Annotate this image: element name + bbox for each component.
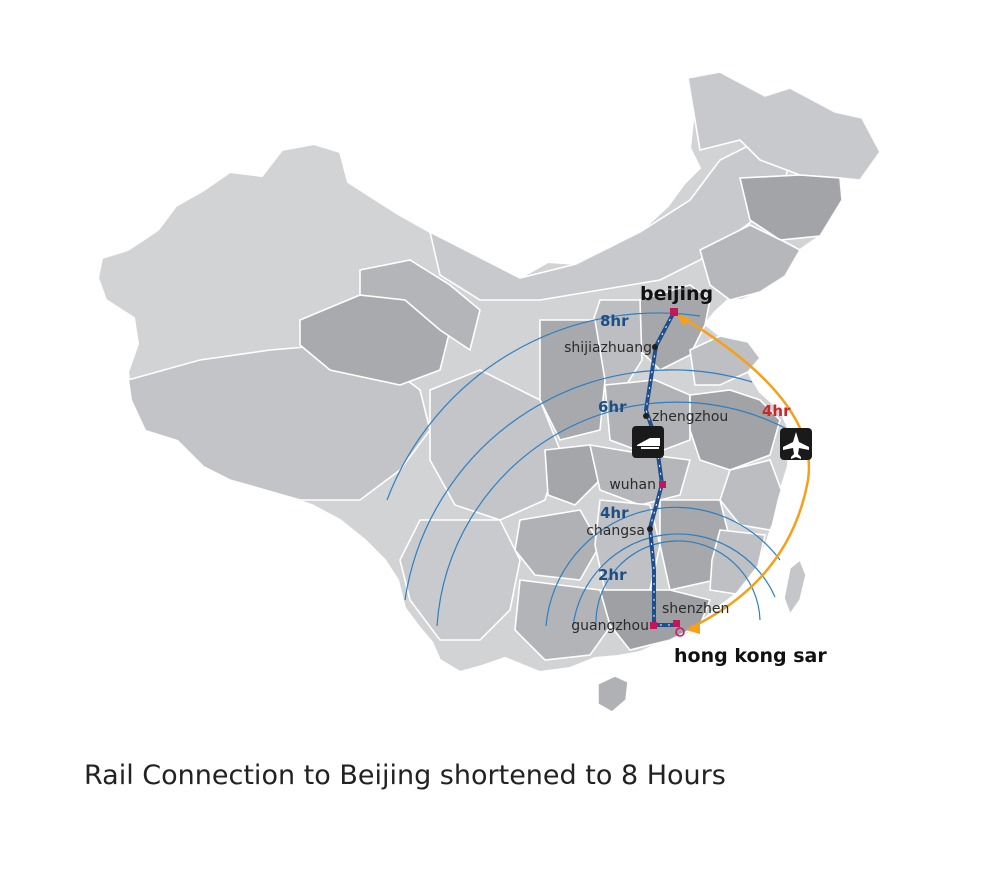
- label-shenzhen: shenzhen: [662, 601, 729, 617]
- label-wuhan: wuhan: [609, 477, 656, 493]
- marker-hong-kong: [675, 627, 685, 637]
- ring-mid: [404, 369, 753, 601]
- station-wuhan: [659, 481, 666, 488]
- province-jilin: [738, 174, 843, 241]
- ring-2hr: [595, 540, 761, 627]
- hainan-island: [597, 675, 629, 713]
- train-icon: [632, 426, 664, 458]
- map-caption: Rail Connection to Beijing shortened to …: [84, 760, 726, 791]
- province-gansu: [359, 259, 481, 352]
- province-sichuan: [429, 369, 561, 521]
- station-changsa: [647, 526, 653, 532]
- station-beijing: [670, 308, 678, 316]
- ring-6hr: [436, 401, 797, 627]
- flight-arrow-south: [686, 622, 700, 634]
- china-rail-map: 8hr 6hr 4hr 2hr 4hr beijing shijiazhuang…: [96, 70, 882, 713]
- province-heilongjiang: [687, 72, 880, 181]
- province-fujian: [709, 529, 766, 595]
- flight-time-label: 4hr: [762, 402, 791, 420]
- label-shijiazhuang: shijiazhuang: [564, 340, 652, 356]
- flight-route: [679, 314, 811, 630]
- station-guangzhou: [650, 622, 657, 629]
- station-shijiazhuang: [652, 344, 658, 350]
- label-guangzhou: guangzhou: [571, 618, 649, 634]
- travel-time-rings: [386, 312, 797, 627]
- label-changsa: changsa: [586, 523, 645, 539]
- station-zhengzhou: [643, 413, 649, 419]
- ring-label-2hr: 2hr: [598, 566, 627, 584]
- province-anhui: [689, 389, 781, 471]
- label-beijing: beijing: [640, 283, 713, 305]
- ring-label-8hr: 8hr: [600, 312, 629, 330]
- ring-label-4hr: 4hr: [600, 504, 629, 522]
- ring-4hr: [545, 506, 781, 627]
- label-hong-kong: hong kong sar: [674, 645, 827, 667]
- ring-label-6hr: 6hr: [598, 398, 627, 416]
- ring-small: [572, 533, 776, 627]
- province-liaoning: [699, 224, 802, 301]
- label-zhengzhou: zhengzhou: [652, 409, 728, 425]
- airplane-icon: [780, 428, 812, 460]
- provinces: [127, 72, 880, 661]
- station-shenzhen: [673, 620, 680, 627]
- taiwan-island: [783, 558, 807, 616]
- province-yunnan: [399, 519, 521, 641]
- flight-arrow-north: [676, 314, 690, 326]
- province-chongqing: [544, 444, 601, 506]
- ring-8hr: [386, 312, 701, 501]
